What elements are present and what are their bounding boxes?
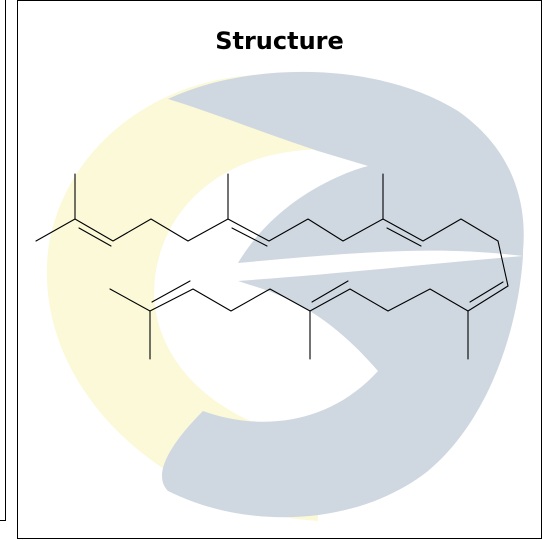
skeletal-formula-structure-icon <box>35 173 509 360</box>
double-bond-1 <box>78 227 112 247</box>
double-bond-5 <box>311 280 349 303</box>
left-panel-border <box>0 0 6 521</box>
structure-panel: Structure <box>17 0 542 539</box>
structure-diagram <box>35 71 524 521</box>
c-logo-watermark-icon <box>46 71 524 521</box>
top-chain-bonds <box>35 218 499 242</box>
connector-bond <box>497 240 509 287</box>
double-bond-3 <box>386 227 422 247</box>
double-bond-2 <box>231 227 268 247</box>
watermark-gray-top <box>168 71 524 263</box>
watermark-gray-bottom <box>162 256 523 518</box>
double-bond-6 <box>151 280 191 303</box>
watermark-yellow-arc <box>46 74 348 521</box>
panel-title: Structure <box>215 27 344 55</box>
double-bond-4 <box>469 281 504 303</box>
